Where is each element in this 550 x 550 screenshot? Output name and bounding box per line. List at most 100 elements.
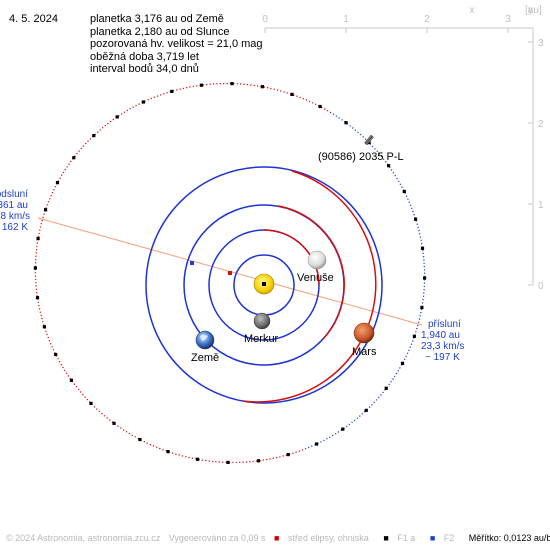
asteroid-orbit-dot [40, 314, 42, 317]
asteroid-orbit-dot [407, 198, 409, 200]
asteroid-orbit-dot [36, 291, 38, 294]
asteroid-orbit-dot [135, 104, 137, 107]
asteroid-orbit-dot [275, 456, 278, 459]
asteroid-orbit-dot [41, 219, 43, 222]
earth-label: Země [191, 352, 219, 364]
asteroid-position-marker [36, 236, 40, 241]
asteroid[interactable]: (90586) 2035 P-L [318, 134, 404, 163]
asteroid-orbit-dot [78, 150, 80, 152]
asteroid-orbit-dot [416, 223, 418, 225]
scale-axes [264, 27, 534, 286]
asteroid-orbit-dot [362, 136, 364, 138]
asteroid-orbit-dot [109, 419, 111, 421]
asteroid-orbit-dot [215, 461, 217, 463]
asteroid-orbit-dot [182, 87, 185, 90]
asteroid-orbit-dot [80, 147, 83, 150]
asteroid-orbit-dot [192, 85, 194, 88]
asteroid-orbit-dot [46, 204, 48, 206]
x-tick-label: 1 [343, 14, 349, 25]
scale-labels: 0 1 2 3 0 1 2 3 x y [au] [262, 5, 544, 292]
asteroid-orbit-dot [35, 282, 37, 284]
info-earth-distance: planetka 3,176 au od Země [90, 13, 224, 25]
asteroid-orbit-dot [394, 375, 396, 378]
earth-planet [195, 330, 215, 350]
mars[interactable]: Mars [352, 322, 377, 358]
x-tick-label: 0 [262, 14, 268, 25]
asteroid-orbit-dot [380, 394, 382, 396]
asteroid-orbit-dot [35, 278, 37, 281]
asteroid-position-marker [344, 121, 348, 125]
info-point-interval: interval bodů 34,0 dnů [90, 63, 199, 75]
mars-orbit-arc [242, 170, 377, 403]
asteroid-position-marker [112, 421, 116, 425]
asteroid-orbit-dot [332, 434, 334, 437]
asteroid-orbit-dot [131, 434, 133, 436]
asteroid-position-marker [230, 82, 234, 86]
asteroid-orbit-dot [286, 92, 288, 94]
mars-label: Mars [352, 346, 377, 358]
mercury[interactable]: Merkur [244, 312, 279, 345]
aphelion-distance: 2,361 au [0, 200, 28, 211]
asteroid-position-marker [42, 325, 46, 329]
earth[interactable]: Země [191, 330, 219, 364]
asteroid-orbit-dot [77, 388, 80, 391]
asteroid-orbit-dot [388, 383, 390, 386]
asteroid-orbit-dot [236, 83, 238, 85]
asteroid-orbit-dot [179, 88, 181, 90]
asteroid-orbit-dot [59, 177, 61, 179]
perihelion-speed: 23,3 km/s [421, 341, 464, 352]
asteroid-position-marker [315, 442, 319, 446]
asteroid-orbit-dot [423, 292, 425, 294]
asteroid-orbit-dot [409, 204, 412, 206]
asteroid-orbit-dot [47, 201, 50, 203]
asteroid-orbit-dot [242, 461, 244, 463]
asteroid-orbit-dot [282, 455, 284, 457]
asteroid-position-marker [290, 92, 294, 96]
asteroid-orbit-dot [273, 88, 275, 90]
asteroid-position-marker [286, 453, 290, 457]
asteroid-orbit-dot [70, 160, 72, 163]
legend-f1: ■ F1 a [383, 533, 416, 543]
asteroid-orbit-dot [132, 106, 134, 108]
asteroid-position-marker [414, 217, 418, 221]
asteroid-orbit-dot [409, 346, 411, 348]
asteroid-orbit-dot [375, 399, 378, 401]
asteroid-orbit-dot [52, 349, 55, 351]
sun[interactable] [253, 273, 275, 295]
x-axis-label: x [470, 5, 475, 16]
asteroid-orbit-dot [36, 245, 38, 248]
asteroid-orbit-dot [205, 459, 207, 462]
asteroid-orbit-dot [166, 92, 168, 94]
asteroid-orbit-dot [334, 433, 337, 435]
asteroid-orbit-dot [305, 99, 308, 101]
asteroid-position-marker [260, 85, 264, 89]
asteroid-orbit-dot [39, 311, 41, 313]
asteroid-orbit-dot [423, 262, 425, 264]
asteroid-orbit-dot [160, 94, 162, 96]
copyright-link[interactable]: © 2024 Astronomia, astronomia.zcu.cz [6, 533, 161, 543]
asteroid-orbit-dot [245, 461, 248, 463]
asteroid-orbit-dot [84, 396, 86, 398]
asteroid-orbit-dot [117, 425, 119, 427]
perihelion-title: přísluní [428, 319, 461, 330]
asteroid-orbit-dot [408, 349, 410, 351]
asteroid-orbit-dot [42, 216, 44, 219]
asteroid-orbit-dot [399, 367, 401, 369]
asteroid-position-marker [199, 83, 204, 87]
asteroid-orbit-dot [47, 336, 49, 339]
asteroid-orbit-dot [93, 406, 96, 408]
asteroid-orbit-dot [421, 242, 423, 245]
asteroid-orbit-dot [156, 446, 158, 448]
asteroid-orbit-dot [406, 352, 409, 354]
venus-label: Venuše [297, 272, 334, 284]
asteroid-orbit-dot [208, 460, 210, 462]
asteroid-position-marker [170, 89, 174, 93]
mars-planet [353, 322, 375, 344]
venus[interactable]: Venuše [297, 250, 334, 284]
asteroid-orbit-dot [418, 321, 420, 323]
asteroid-orbit-dot [302, 98, 304, 100]
asteroid-orbit-dot [308, 100, 311, 103]
asteroid-orbit-dot [280, 90, 282, 92]
asteroid-orbit-dot [196, 85, 198, 87]
asteroid-orbit-dot [143, 441, 145, 443]
